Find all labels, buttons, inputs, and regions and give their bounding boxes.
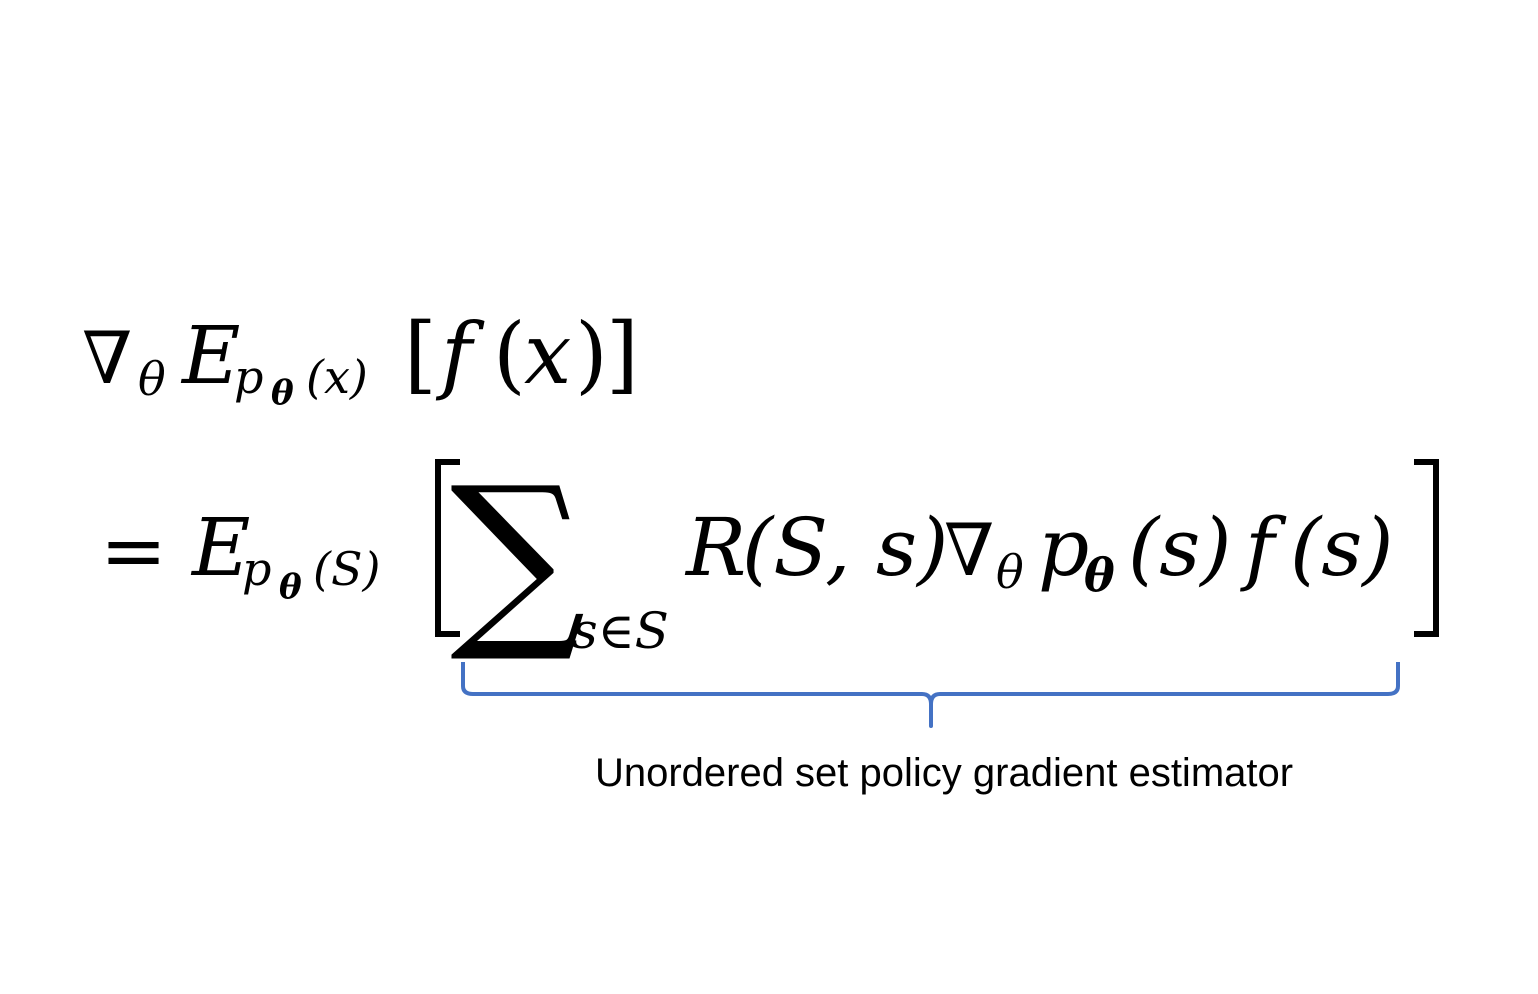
large-left-bracket [435,459,460,637]
nabla-symbol-2: ∇ [944,508,994,592]
expectation-subscript-theta-2: θ [279,567,302,607]
paren-open: ( [493,305,526,403]
nabla-symbol: ∇ [82,316,132,400]
summation-symbol: ∑ [450,446,586,667]
expectation-symbol-2: E [190,501,250,594]
annotation-label: Unordered set policy gradient estimator [595,751,1293,795]
underbrace-annotation: Unordered set policy gradient estimator [461,662,1400,795]
equation-line-1: ∇ θ E p θ (x) [ f ( x ) ] [82,305,639,413]
equals-sign: = [100,504,167,597]
open-bracket: [ [404,305,437,403]
function-f-arg: (s) [1290,501,1393,594]
probability-subscript-theta: θ [1084,548,1115,602]
summation-subscript: s∈S [572,602,669,660]
expectation-subscript-p-2: p [242,542,271,596]
paren-close: ) [575,305,608,403]
expectation-subscript-theta: θ [271,373,294,413]
probability-p: p [1038,501,1089,594]
large-right-bracket [1414,459,1439,637]
function-f: f [435,305,485,403]
function-R: R [684,501,746,594]
expectation-subscript-arg-2: (S) [313,542,380,596]
expectation-symbol: E [180,309,240,402]
nabla-subscript: θ [138,352,166,406]
close-bracket: ] [606,305,639,403]
equation-line-2: = E p θ (S) ∑ s∈S R (S, s) ∇ θ p θ (s) f… [100,446,1439,667]
expectation-subscript-p: p [234,350,263,404]
function-f-2: f [1240,501,1287,594]
underbrace [461,662,1400,728]
probability-arg: (s) [1128,501,1231,594]
variable-x: x [524,305,571,403]
nabla-subscript-2: θ [996,545,1024,599]
function-R-args: (S, s) [742,501,948,594]
expectation-subscript-arg: (x) [306,350,368,404]
